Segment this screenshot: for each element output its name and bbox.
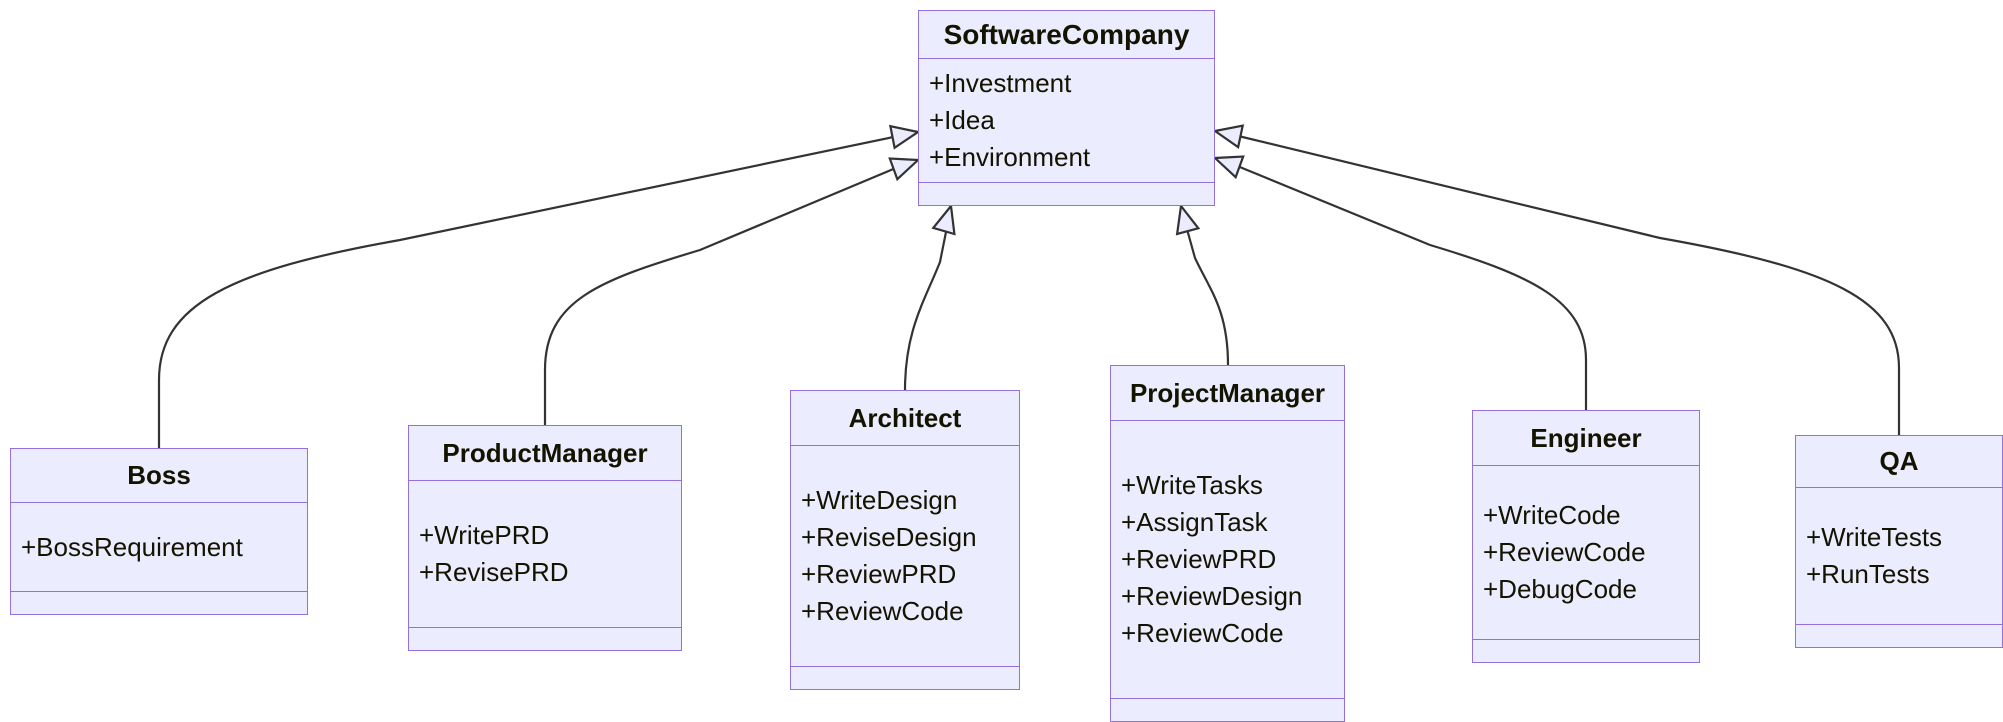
edge-line bbox=[1183, 221, 1230, 366]
class-methods-engineer bbox=[1473, 640, 1699, 662]
class-attribute: +AssignTask bbox=[1121, 507, 1268, 538]
class-node-architect[interactable]: Architect +WriteDesign +ReviseDesign +Revie… bbox=[790, 390, 1020, 690]
edge-productmanager-to-softwarecompany bbox=[543, 157, 921, 425]
class-node-productmanager[interactable]: ProductManager +WritePRD +RevisePRD bbox=[408, 425, 682, 651]
class-attributes-softwarecompany: +Investment +Idea +Environment bbox=[919, 59, 1214, 183]
class-name-softwarecompany: SoftwareCompany bbox=[919, 11, 1214, 60]
inheritance-arrowhead-icon bbox=[931, 203, 956, 236]
class-attribute: +RunTests bbox=[1806, 559, 1930, 589]
class-attribute: +ReviewCode bbox=[1483, 537, 1646, 568]
class-attribute: +WriteDesign bbox=[801, 485, 958, 516]
class-name-projectmanager: ProjectManager bbox=[1111, 366, 1344, 421]
inheritance-arrowhead-icon bbox=[888, 157, 921, 182]
class-node-softwarecompany[interactable]: SoftwareCompany +Investment +Idea +Environm… bbox=[918, 10, 1215, 206]
class-attribute: +ReviewPRD bbox=[1121, 544, 1277, 575]
class-attribute: +Environment bbox=[929, 142, 1091, 173]
class-name-architect: Architect bbox=[791, 391, 1019, 446]
edge-architect-to-softwarecompany bbox=[903, 203, 956, 391]
class-attribute: +ReviewPRD bbox=[801, 559, 957, 589]
class-attribute: +ReviseDesign bbox=[801, 522, 977, 553]
class-node-engineer[interactable]: Engineer +WriteCode +ReviewCode +DebugCode bbox=[1472, 410, 1700, 663]
class-methods-productmanager bbox=[409, 628, 681, 650]
class-attributes-projectmanager: +WriteTasks +AssignTask +ReviewPRD +ReviewD… bbox=[1111, 421, 1344, 699]
class-attribute: +DebugCode bbox=[1483, 573, 1637, 604]
class-methods-qa bbox=[1796, 625, 2002, 647]
class-attribute: +Idea bbox=[929, 105, 995, 136]
inheritance-arrowhead-icon bbox=[888, 124, 921, 150]
class-methods-projectmanager bbox=[1111, 699, 1344, 721]
class-attribute: +WriteCode bbox=[1483, 500, 1621, 531]
class-attribute: +WritePRD bbox=[419, 520, 550, 551]
class-attribute: +ReviewDesign bbox=[1121, 580, 1303, 611]
class-attribute: +BossRequirement bbox=[21, 531, 243, 562]
class-attributes-architect: +WriteDesign +ReviseDesign +ReviewPRD +Revi… bbox=[791, 446, 1019, 667]
class-methods-softwarecompany bbox=[919, 183, 1214, 205]
class-attribute: +Investment bbox=[929, 68, 1072, 99]
class-methods-boss bbox=[11, 592, 307, 614]
class-node-boss[interactable]: Boss +BossRequirement bbox=[10, 448, 308, 615]
class-name-qa: QA bbox=[1796, 436, 2002, 488]
class-attribute: +WriteTasks bbox=[1121, 470, 1263, 501]
inheritance-arrowhead-icon bbox=[1212, 124, 1245, 150]
edge-line bbox=[903, 221, 950, 391]
class-attribute: +ReviewCode bbox=[1121, 617, 1284, 648]
inheritance-arrowhead-icon bbox=[1175, 203, 1201, 236]
class-attribute: +ReviewCode bbox=[801, 595, 964, 626]
class-attributes-boss: +BossRequirement bbox=[11, 503, 307, 592]
edge-line bbox=[543, 163, 904, 425]
class-attributes-engineer: +WriteCode +ReviewCode +DebugCode bbox=[1473, 466, 1699, 640]
class-attributes-productmanager: +WritePRD +RevisePRD bbox=[409, 481, 681, 628]
inheritance-arrowhead-icon bbox=[1212, 155, 1245, 180]
class-node-projectmanager[interactable]: ProjectManager +WriteTasks +AssignTask +Rev… bbox=[1110, 365, 1345, 722]
class-name-productmanager: ProductManager bbox=[409, 426, 681, 481]
edge-projectmanager-to-softwarecompany bbox=[1175, 203, 1230, 366]
class-attribute: +RevisePRD bbox=[419, 557, 569, 587]
class-name-engineer: Engineer bbox=[1473, 411, 1699, 466]
class-attributes-qa: +WriteTests +RunTests bbox=[1796, 488, 2002, 625]
class-name-boss: Boss bbox=[11, 449, 307, 503]
class-methods-architect bbox=[791, 667, 1019, 689]
class-node-qa[interactable]: QA +WriteTests +RunTests bbox=[1795, 435, 2003, 648]
class-attribute: +WriteTests bbox=[1806, 522, 1943, 553]
